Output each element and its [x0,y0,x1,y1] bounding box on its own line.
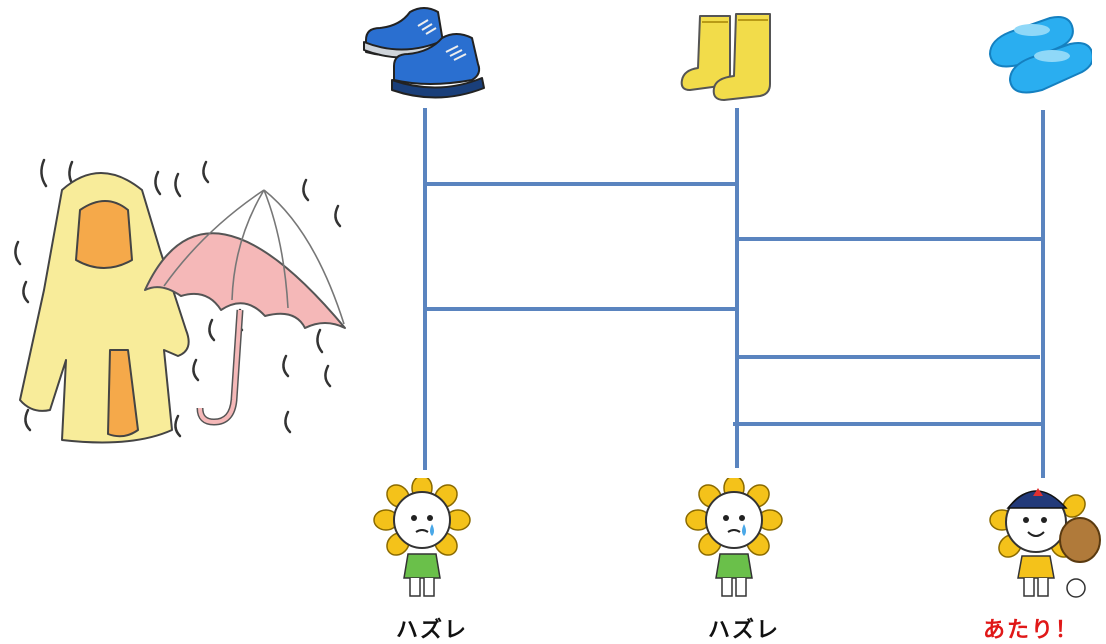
crying-sunflower-icon [684,478,784,606]
slippers-icon [982,14,1092,98]
crying-sunflower-icon [372,478,472,606]
baseball-sunflower-icon [980,476,1106,606]
raincoat-umbrella-rain-icon [0,150,360,450]
result-label-win: あたり！ [982,618,1079,643]
sneakers-icon [362,4,492,108]
result-label-miss-2: ハズレ [707,618,780,643]
rain-boots-icon [680,8,790,108]
result-label-miss-1: ハズレ [395,618,468,643]
